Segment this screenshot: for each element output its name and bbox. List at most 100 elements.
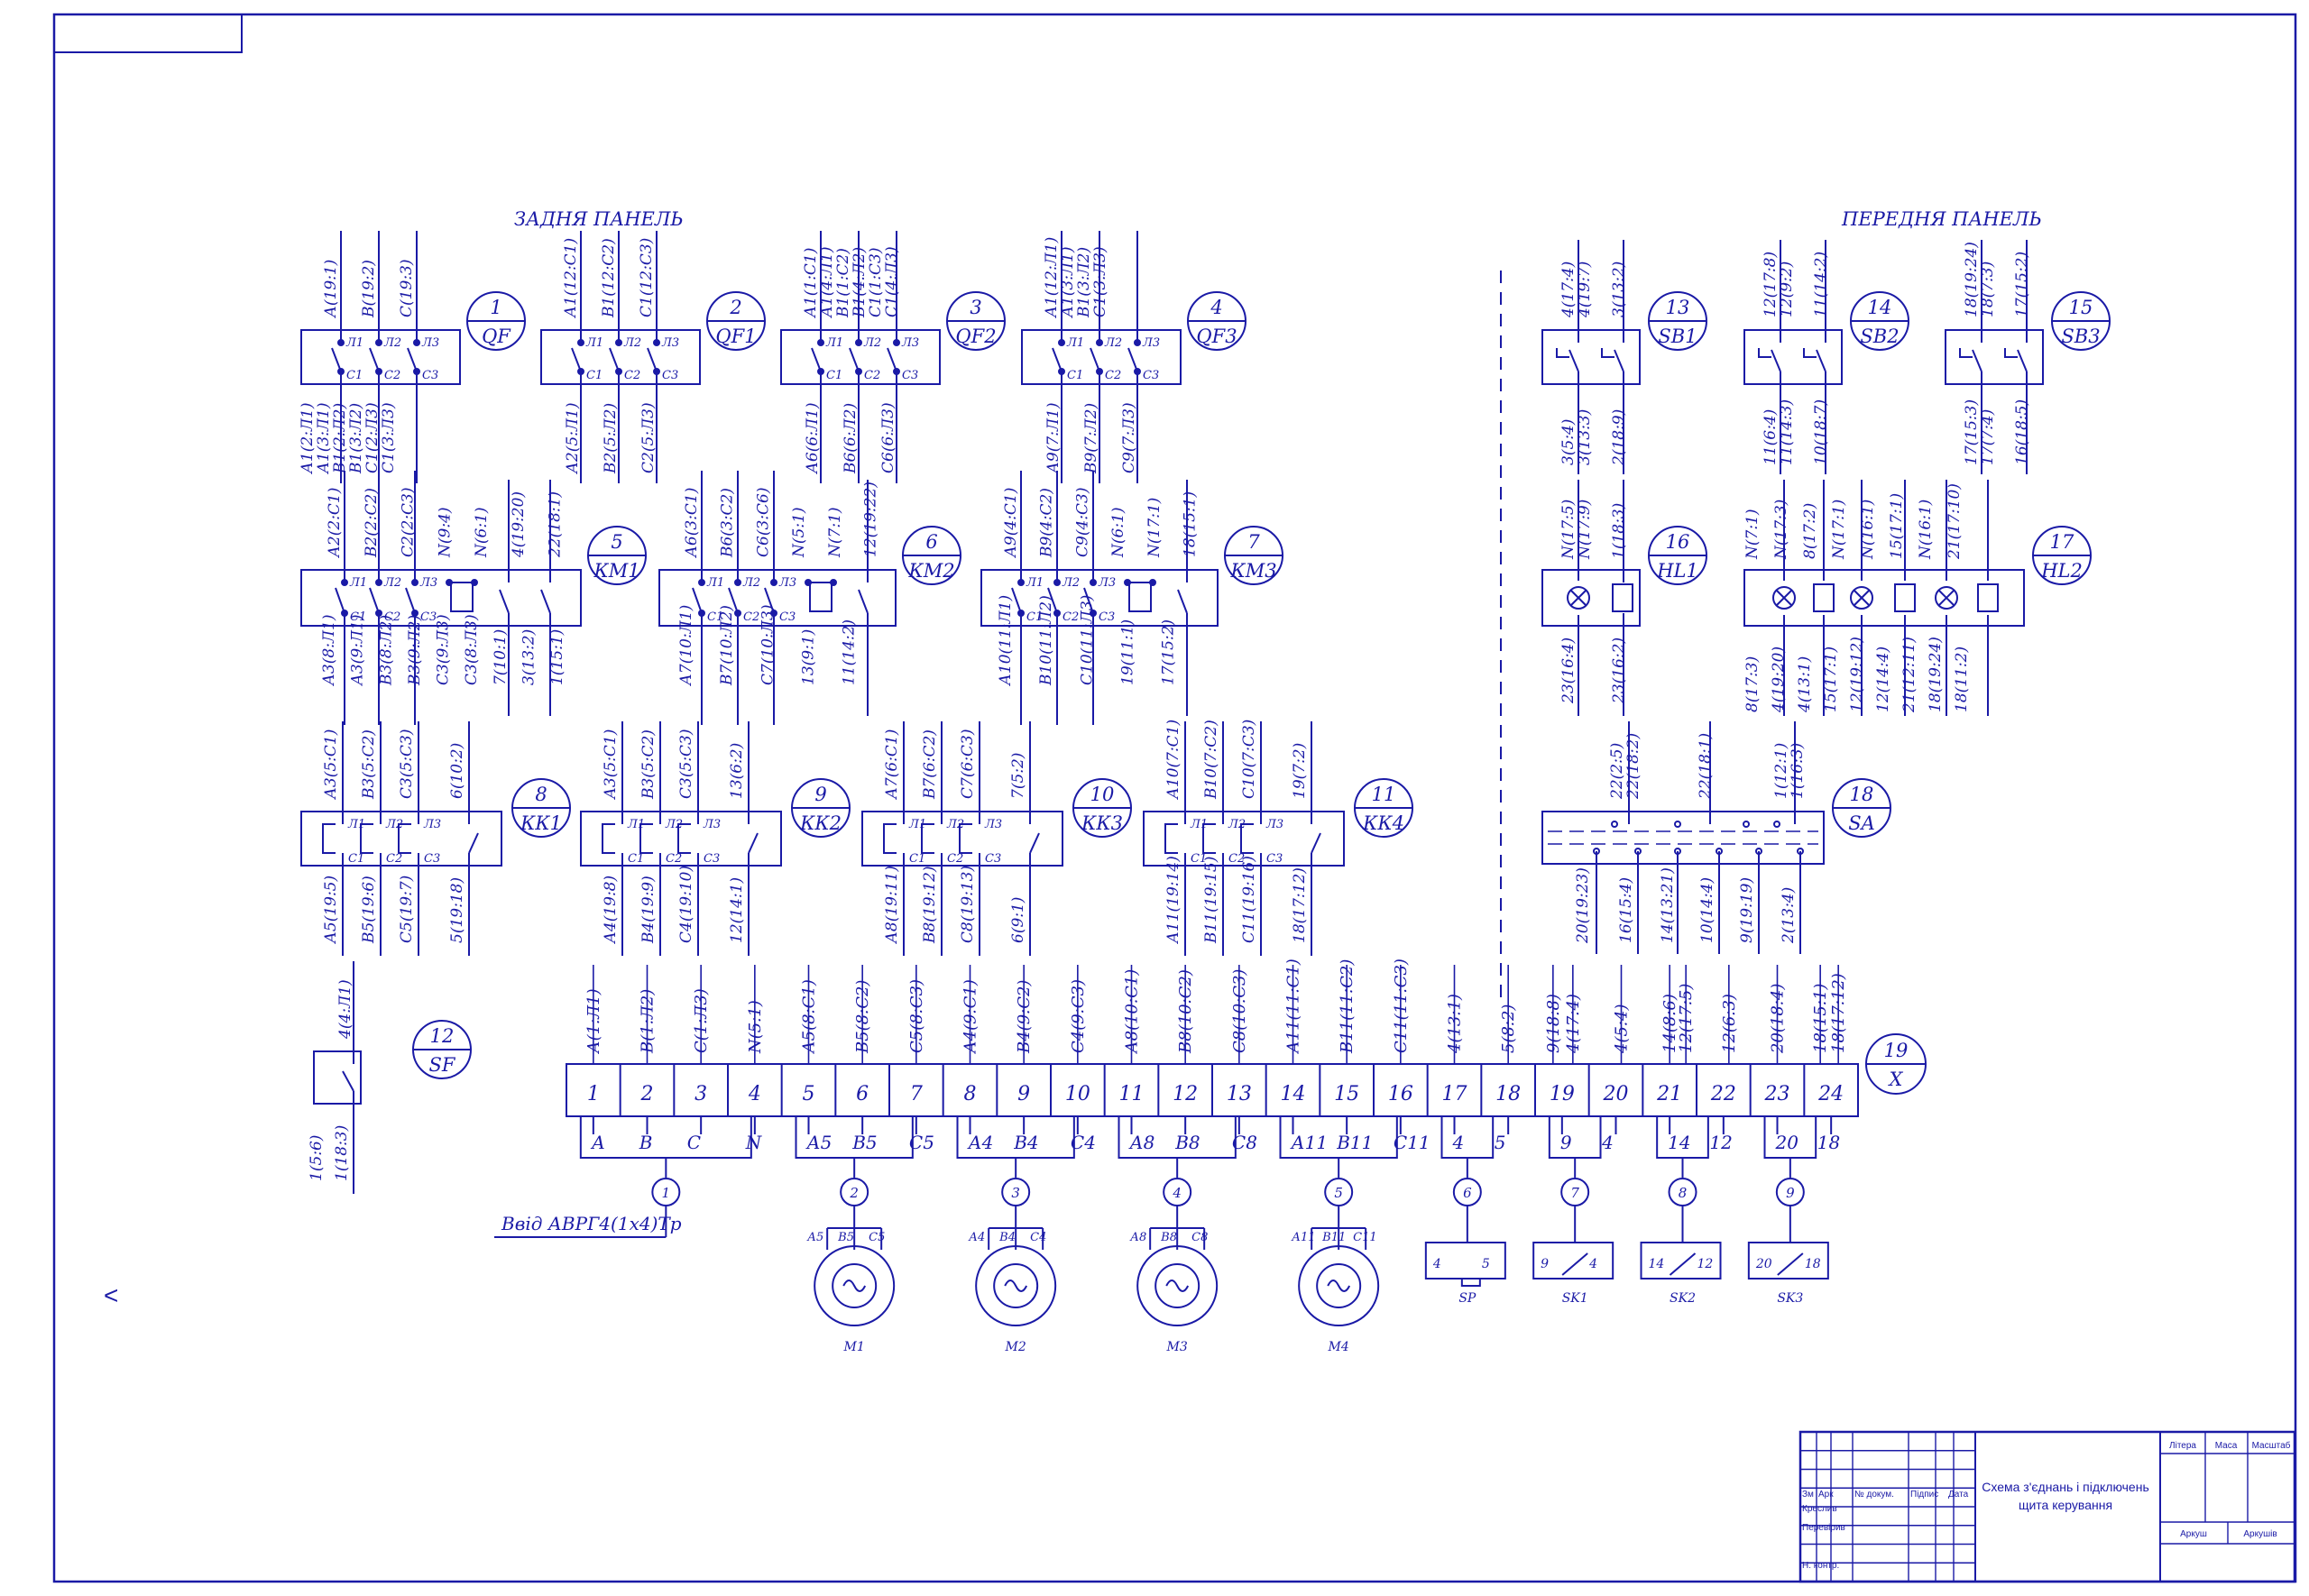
terminal-number: 23 [1764,1083,1790,1105]
out-label: C1 [1067,369,1083,382]
wire-label: А1(1:С1) [802,248,820,318]
switch-blade [764,587,775,614]
wire-label: 4(4:Л1) [336,979,354,1040]
heater-element [883,823,897,854]
device-number: 5 [611,531,622,553]
wire-label: С1(3:Л3) [380,402,398,473]
wire-label: 9(19:19) [1738,877,1756,943]
contact-dot [1797,848,1804,855]
wire-label: А10(7:С1) [1164,720,1182,800]
aux-contact [858,589,869,614]
coil [1612,583,1633,612]
terminal-dot [1058,339,1065,346]
lamp [1772,586,1796,610]
button-contact [1972,349,1982,372]
device-body [540,329,701,385]
cable-number: 3 [1011,1185,1020,1201]
device-body [658,569,897,627]
wire-label: 1(18:3) [1610,503,1628,559]
device-body [980,569,1219,627]
wire-label: 11(14:2) [1812,252,1830,317]
device-body [780,329,941,385]
heater-element [360,823,373,854]
button-contact [1771,349,1781,372]
coil [450,582,474,612]
wire-label: N(17:5) [1559,500,1578,560]
pole-label: Л1 [825,336,843,350]
wire-label: 23(16:4) [1559,637,1578,704]
motor-lead-label: С4 [1030,1231,1046,1244]
wire-label: А11(19:14) [1164,856,1182,944]
wire-label: N(7:1) [826,508,844,559]
wire-label: С2(2:С3) [400,488,418,557]
heater-element [1202,823,1216,854]
heater-element [1240,823,1254,854]
wire-label: С2(5:Л3) [639,402,658,473]
wire-label: 8(17:3) [1743,656,1762,712]
out-label: C1 [628,852,644,866]
wire-label: А3(8:Л1) [320,614,338,686]
wire-label: А1(12:С1) [562,238,580,318]
terminal-number: 20 [1603,1083,1629,1105]
terminal-number: 9 [1017,1083,1030,1105]
switch-blade [1127,347,1138,372]
device-hl1 [1541,480,1641,716]
cable-wire-label: А [590,1132,605,1153]
device-sf [313,961,362,1194]
wire-label: 20(19:23) [1574,867,1592,944]
heater-element [959,823,972,854]
sensor-label: SK1 [1562,1291,1588,1306]
out-label: C1 [826,369,842,382]
contact-dot [1674,848,1681,855]
wire-label: С3(5:С3) [398,729,416,799]
out-label: C2 [384,369,400,382]
wire-label: С3(8:Л3) [463,614,481,685]
wire-label: В11(19:15) [1202,857,1220,944]
terminal-dot [653,339,660,346]
out-label: C2 [1105,369,1121,382]
terminal-dot [1090,579,1097,586]
wire-label: А1(3:Л1) [315,402,333,474]
terminal-dot [615,339,622,346]
wire-label: 12(19:12) [1848,637,1866,712]
wire-label: 8(17:2) [1801,503,1819,559]
wire-label: С7(10:Л3) [759,605,777,685]
cable-wire-label: В5 [851,1132,877,1153]
terminal-number: 5 [803,1083,815,1105]
lamp-cross [1776,590,1792,606]
wire-label: 11(14:3) [1778,399,1796,465]
wire-label: А6(6:Л1) [804,402,822,474]
wire-label: А1(4:Л1) [818,246,836,318]
device-number: 8 [535,784,547,805]
terminal-number: 13 [1227,1083,1252,1105]
terminal-dot [577,339,584,346]
nc-contact [468,832,479,854]
wire-label: 7(5:2) [1009,753,1027,799]
device-number: 14 [1868,297,1892,318]
wire-label: 15(17:1) [1888,493,1906,559]
heading-back-panel: ЗАДНЯ ПАНЕЛЬ [514,208,684,230]
wire-label: 21(17:10) [1946,483,1964,560]
device-number: 7 [1247,531,1260,553]
wire-label: А9(7:Л1) [1044,402,1063,474]
wire-label: 12(19:22) [861,482,879,557]
wire-label: С3(5:С3) [677,729,695,799]
device-body [1743,569,2025,627]
wire-label: А1(12:Л1) [1043,237,1061,318]
